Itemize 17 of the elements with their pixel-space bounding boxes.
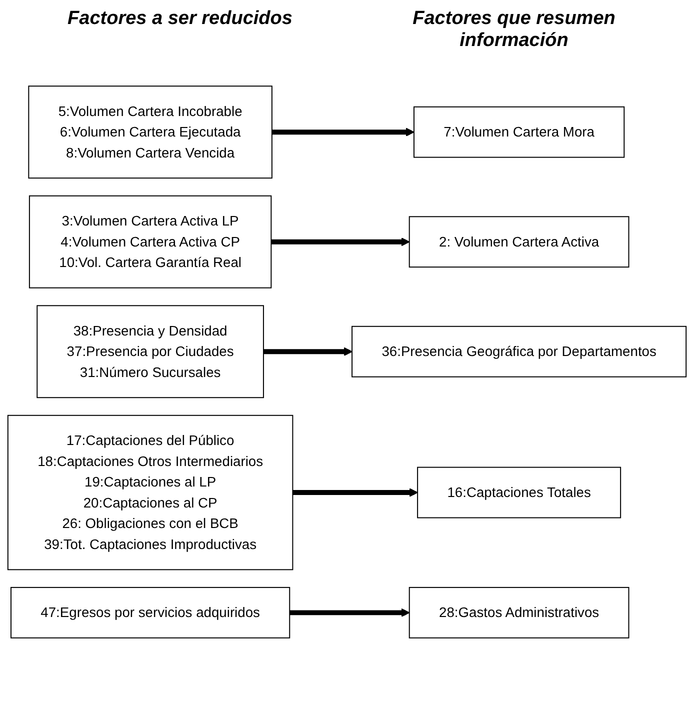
node-box: 28:Gastos Administrativos [408, 586, 630, 638]
column-heading: Factores a ser reducidos [66, 8, 294, 31]
column-heading: Factores que resumen información [412, 8, 616, 52]
node-box: 2: Volumen Cartera Activa [408, 216, 630, 268]
arrow [263, 347, 352, 356]
arrow [272, 128, 414, 136]
node-box: 36:Presencia Geográfica por Departamentos [352, 326, 687, 378]
node-box: 38:Presencia y Densidad 37:Presencia por Ciudades 31:Número Sucursales [36, 305, 264, 398]
node-box: 16:Captaciones Totales [417, 466, 622, 518]
node-box: 5:Volumen Cartera Incobrable 6:Volumen Cartera Ejecutada 8:Volumen Cartera Vencida [28, 86, 272, 179]
arrow [271, 238, 410, 246]
node-box: 17:Captaciones del Público 18:Captaciones Otros Intermediarios 19:Captaciones al LP 20:Captaciones al CP 26: Obligaciones con el BCB 39:Tot. Captaciones Improductivas [7, 414, 294, 570]
node-box: 47:Egresos por servicios adquiridos [10, 586, 290, 638]
node-box: 3:Volumen Cartera Activa LP 4:Volumen Cartera Activa CP 10:Vol. Cartera Garantía Real [28, 195, 272, 288]
arrow [292, 488, 418, 497]
node-box: 7:Volumen Cartera Mora [413, 106, 625, 158]
arrow [290, 608, 410, 618]
